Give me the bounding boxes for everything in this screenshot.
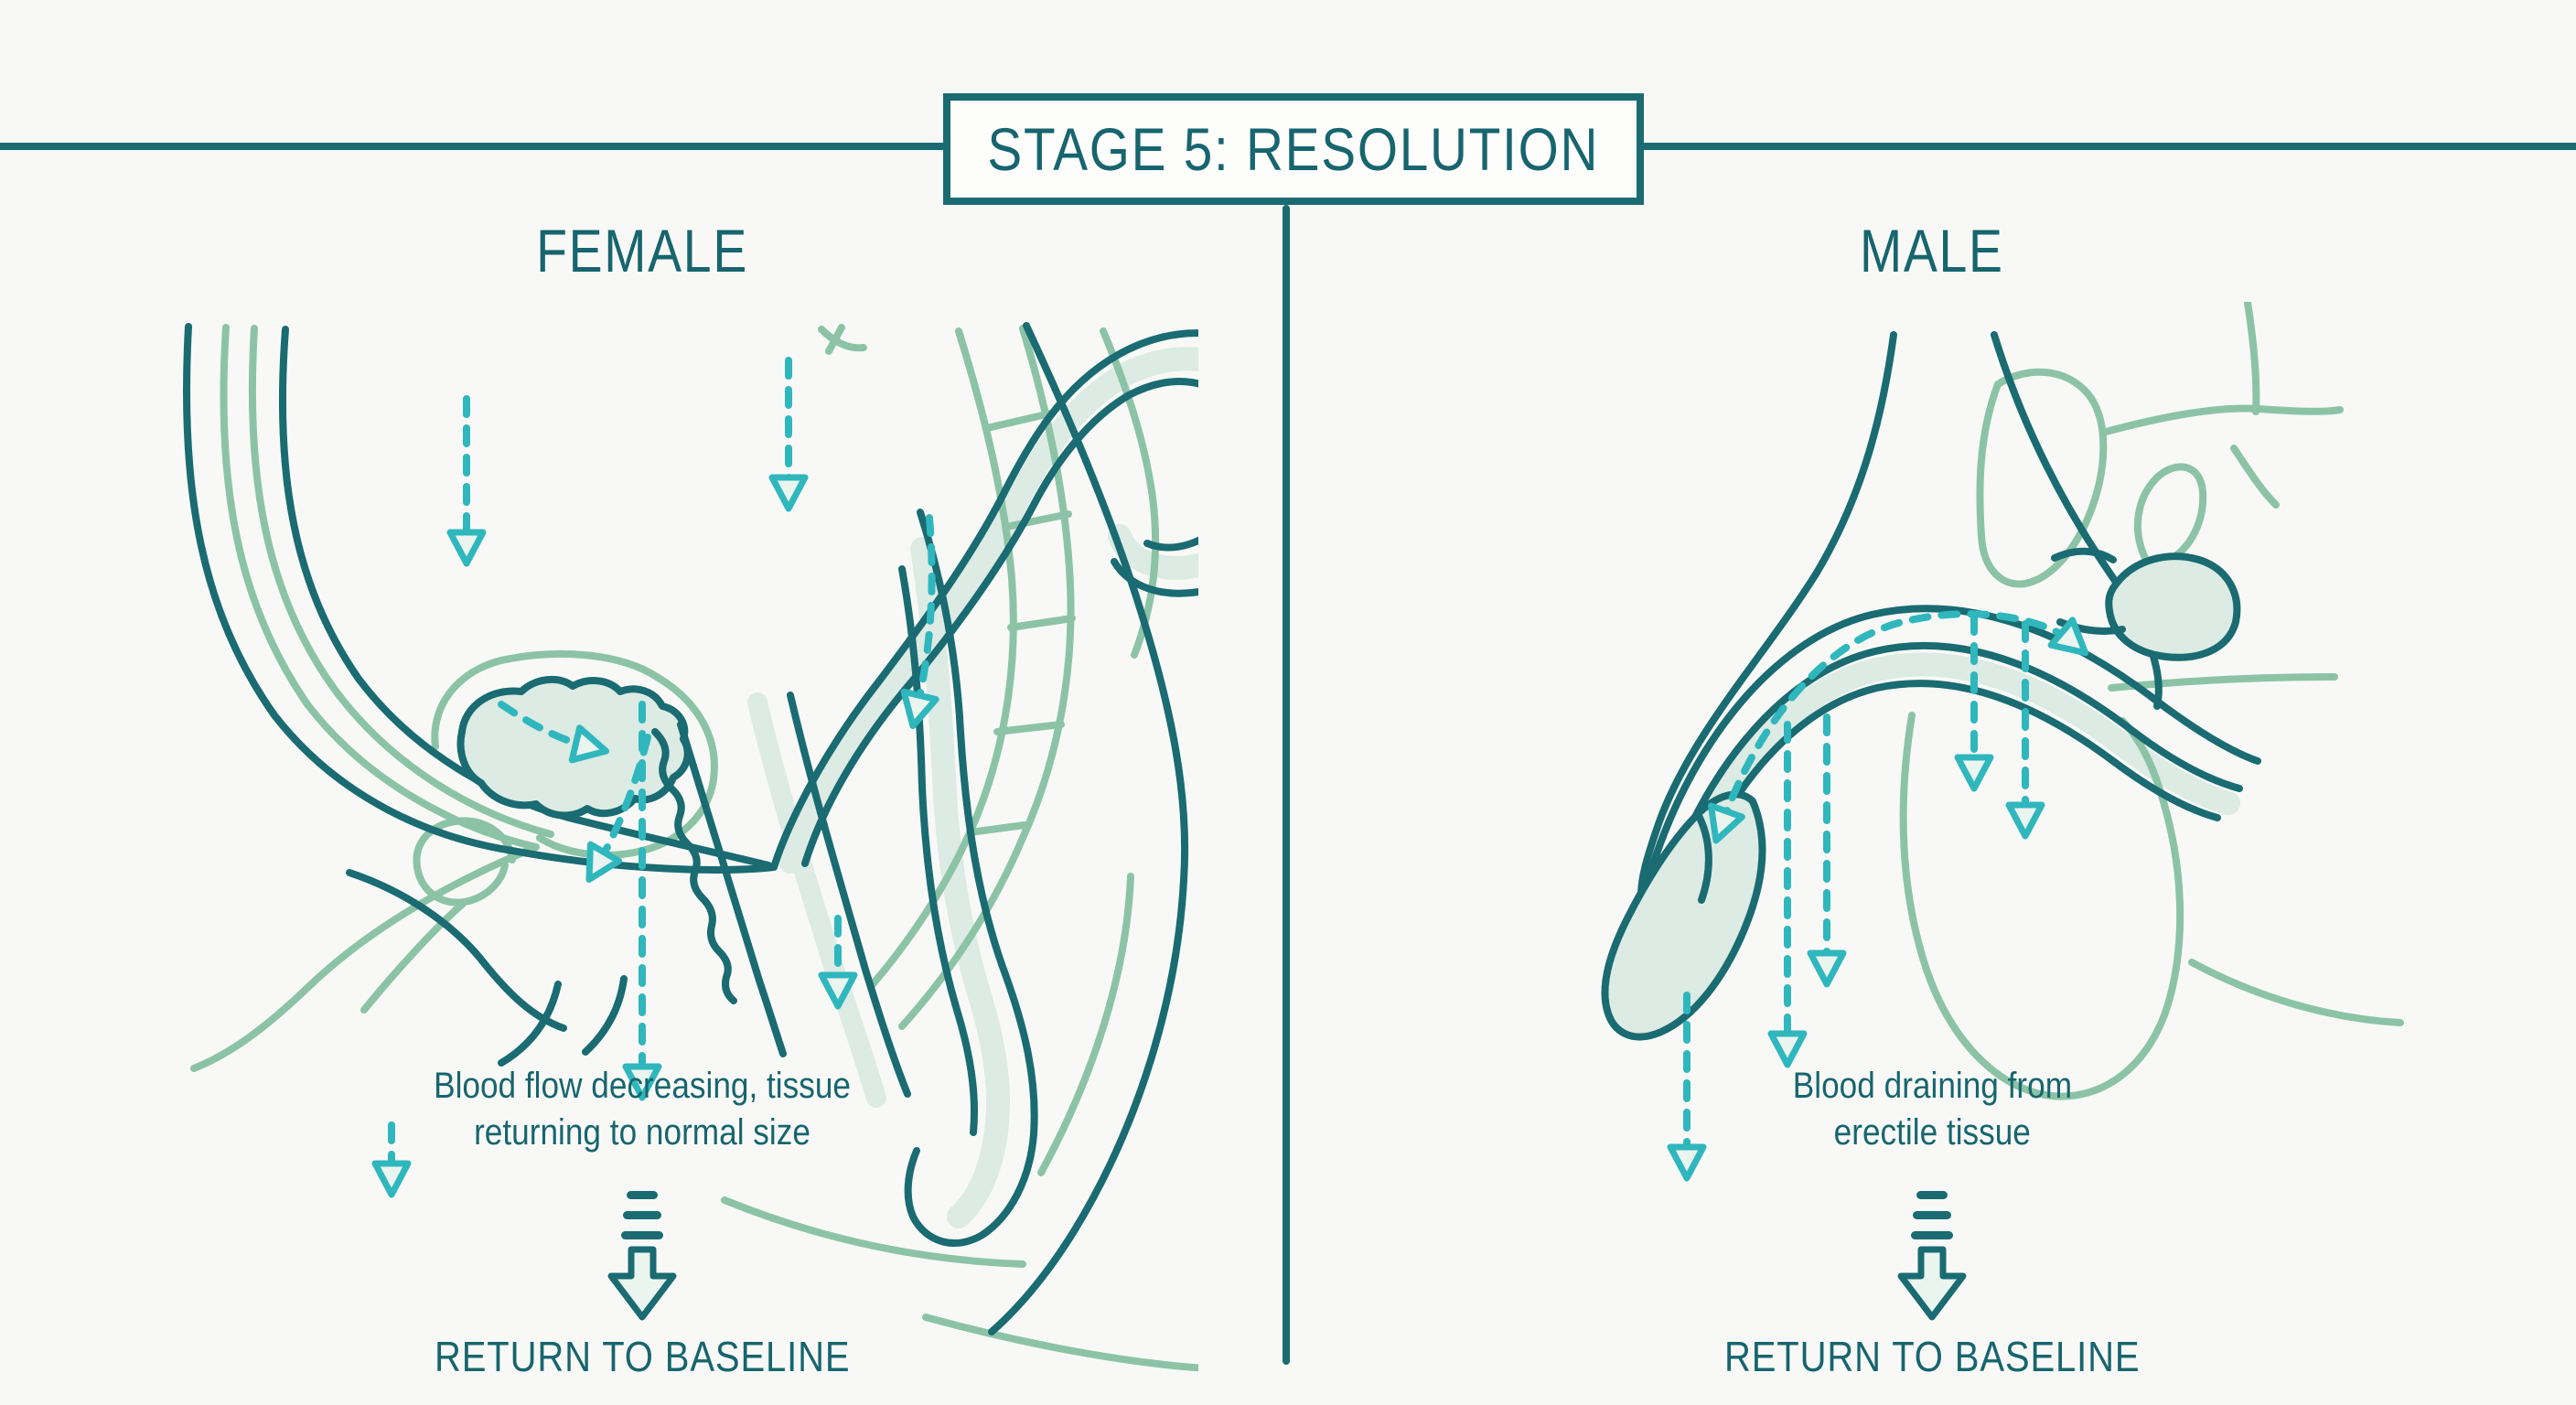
- bladder: [456, 675, 692, 820]
- hip-bone-line: [1100, 327, 1160, 659]
- female-mint-linings: [747, 347, 1198, 1228]
- buttock-contour: [988, 322, 1189, 1335]
- corona-line: [1694, 810, 1712, 904]
- clitoris-outline: [360, 817, 516, 1014]
- pelvic-line-2: [2230, 445, 2280, 509]
- female-caption-line1: Blood flow decreasing, tissue: [434, 1066, 851, 1106]
- thigh-line-2: [922, 1314, 1198, 1372]
- pubic-bone: [1976, 368, 2108, 588]
- male-dark-outlines: [1601, 331, 2261, 1041]
- female-baseline-label: RETURN TO BASELINE: [434, 1333, 851, 1380]
- male-flow-arrows: [1667, 610, 2089, 1182]
- prostate: [2105, 552, 2241, 661]
- uterus-lining: [778, 347, 1198, 874]
- vagina-lining: [747, 692, 886, 1108]
- mons-contour: [346, 869, 567, 1032]
- stage-title-box: STAGE 5: RESOLUTION: [943, 93, 1644, 205]
- rectum-outer: [904, 509, 1038, 1247]
- female-anatomy-diagram: [182, 322, 1198, 1372]
- down-arrow-icon: [1897, 1191, 1967, 1321]
- male-light-outlines: [1899, 302, 2404, 1100]
- pelvic-line-1: [2102, 404, 2344, 435]
- female-dark-outlines: [182, 322, 1198, 1335]
- abdominal-wall-inner: [278, 326, 772, 869]
- male-caption-line1: Blood draining from: [1792, 1066, 2072, 1106]
- labia-line-1: [498, 981, 562, 1067]
- down-arrow-icon: [607, 1191, 677, 1321]
- abdominal-wall-outer: [182, 323, 778, 874]
- rectum-lining: [910, 537, 1011, 1228]
- buttock-inner-line: [1037, 873, 1134, 1176]
- sacrum-segments: [966, 410, 1076, 836]
- male-baseline-label: RETURN TO BASELINE: [1723, 1333, 2141, 1380]
- female-light-outlines: [190, 324, 1198, 1372]
- pelvic-loop: [2133, 463, 2207, 563]
- iliac-line: [2243, 302, 2260, 415]
- sacrum-inner: [898, 325, 1075, 1030]
- male-anatomy-diagram: [1601, 302, 2404, 1182]
- male-caption-line2: erectile tissue: [1833, 1112, 2031, 1153]
- female-heading: FEMALE: [536, 217, 748, 284]
- scrotum-outline: [1899, 712, 2184, 1100]
- perineal-crease: [2108, 673, 2338, 692]
- panel-divider: [1283, 205, 1290, 1365]
- male-caption: Blood draining from erectile tissue: [1658, 1063, 2206, 1156]
- urethra-wall: [677, 721, 787, 1057]
- thigh-crease: [2188, 959, 2404, 1026]
- uterus-outer: [770, 329, 1198, 871]
- rectum-inner: [898, 565, 979, 1136]
- ligament-fork: [818, 324, 867, 355]
- urethra-wavy: [651, 728, 737, 1004]
- female-caption: Blood flow decreasing, tissue returning …: [368, 1063, 917, 1156]
- abdominal-layer-line-2: [248, 325, 554, 838]
- stage-title: STAGE 5: RESOLUTION: [987, 115, 1600, 183]
- vagina-wall: [787, 692, 911, 1098]
- prostate-connector-1: [2051, 547, 2117, 563]
- female-caption-line2: returning to normal size: [474, 1112, 810, 1153]
- glans: [1601, 790, 1766, 1041]
- uterus-inner: [801, 378, 1198, 867]
- thigh-line-1: [721, 1196, 1026, 1268]
- labia-line-2: [582, 975, 628, 1056]
- male-heading: MALE: [1860, 217, 2004, 284]
- female-flow-arrows: [371, 357, 939, 1198]
